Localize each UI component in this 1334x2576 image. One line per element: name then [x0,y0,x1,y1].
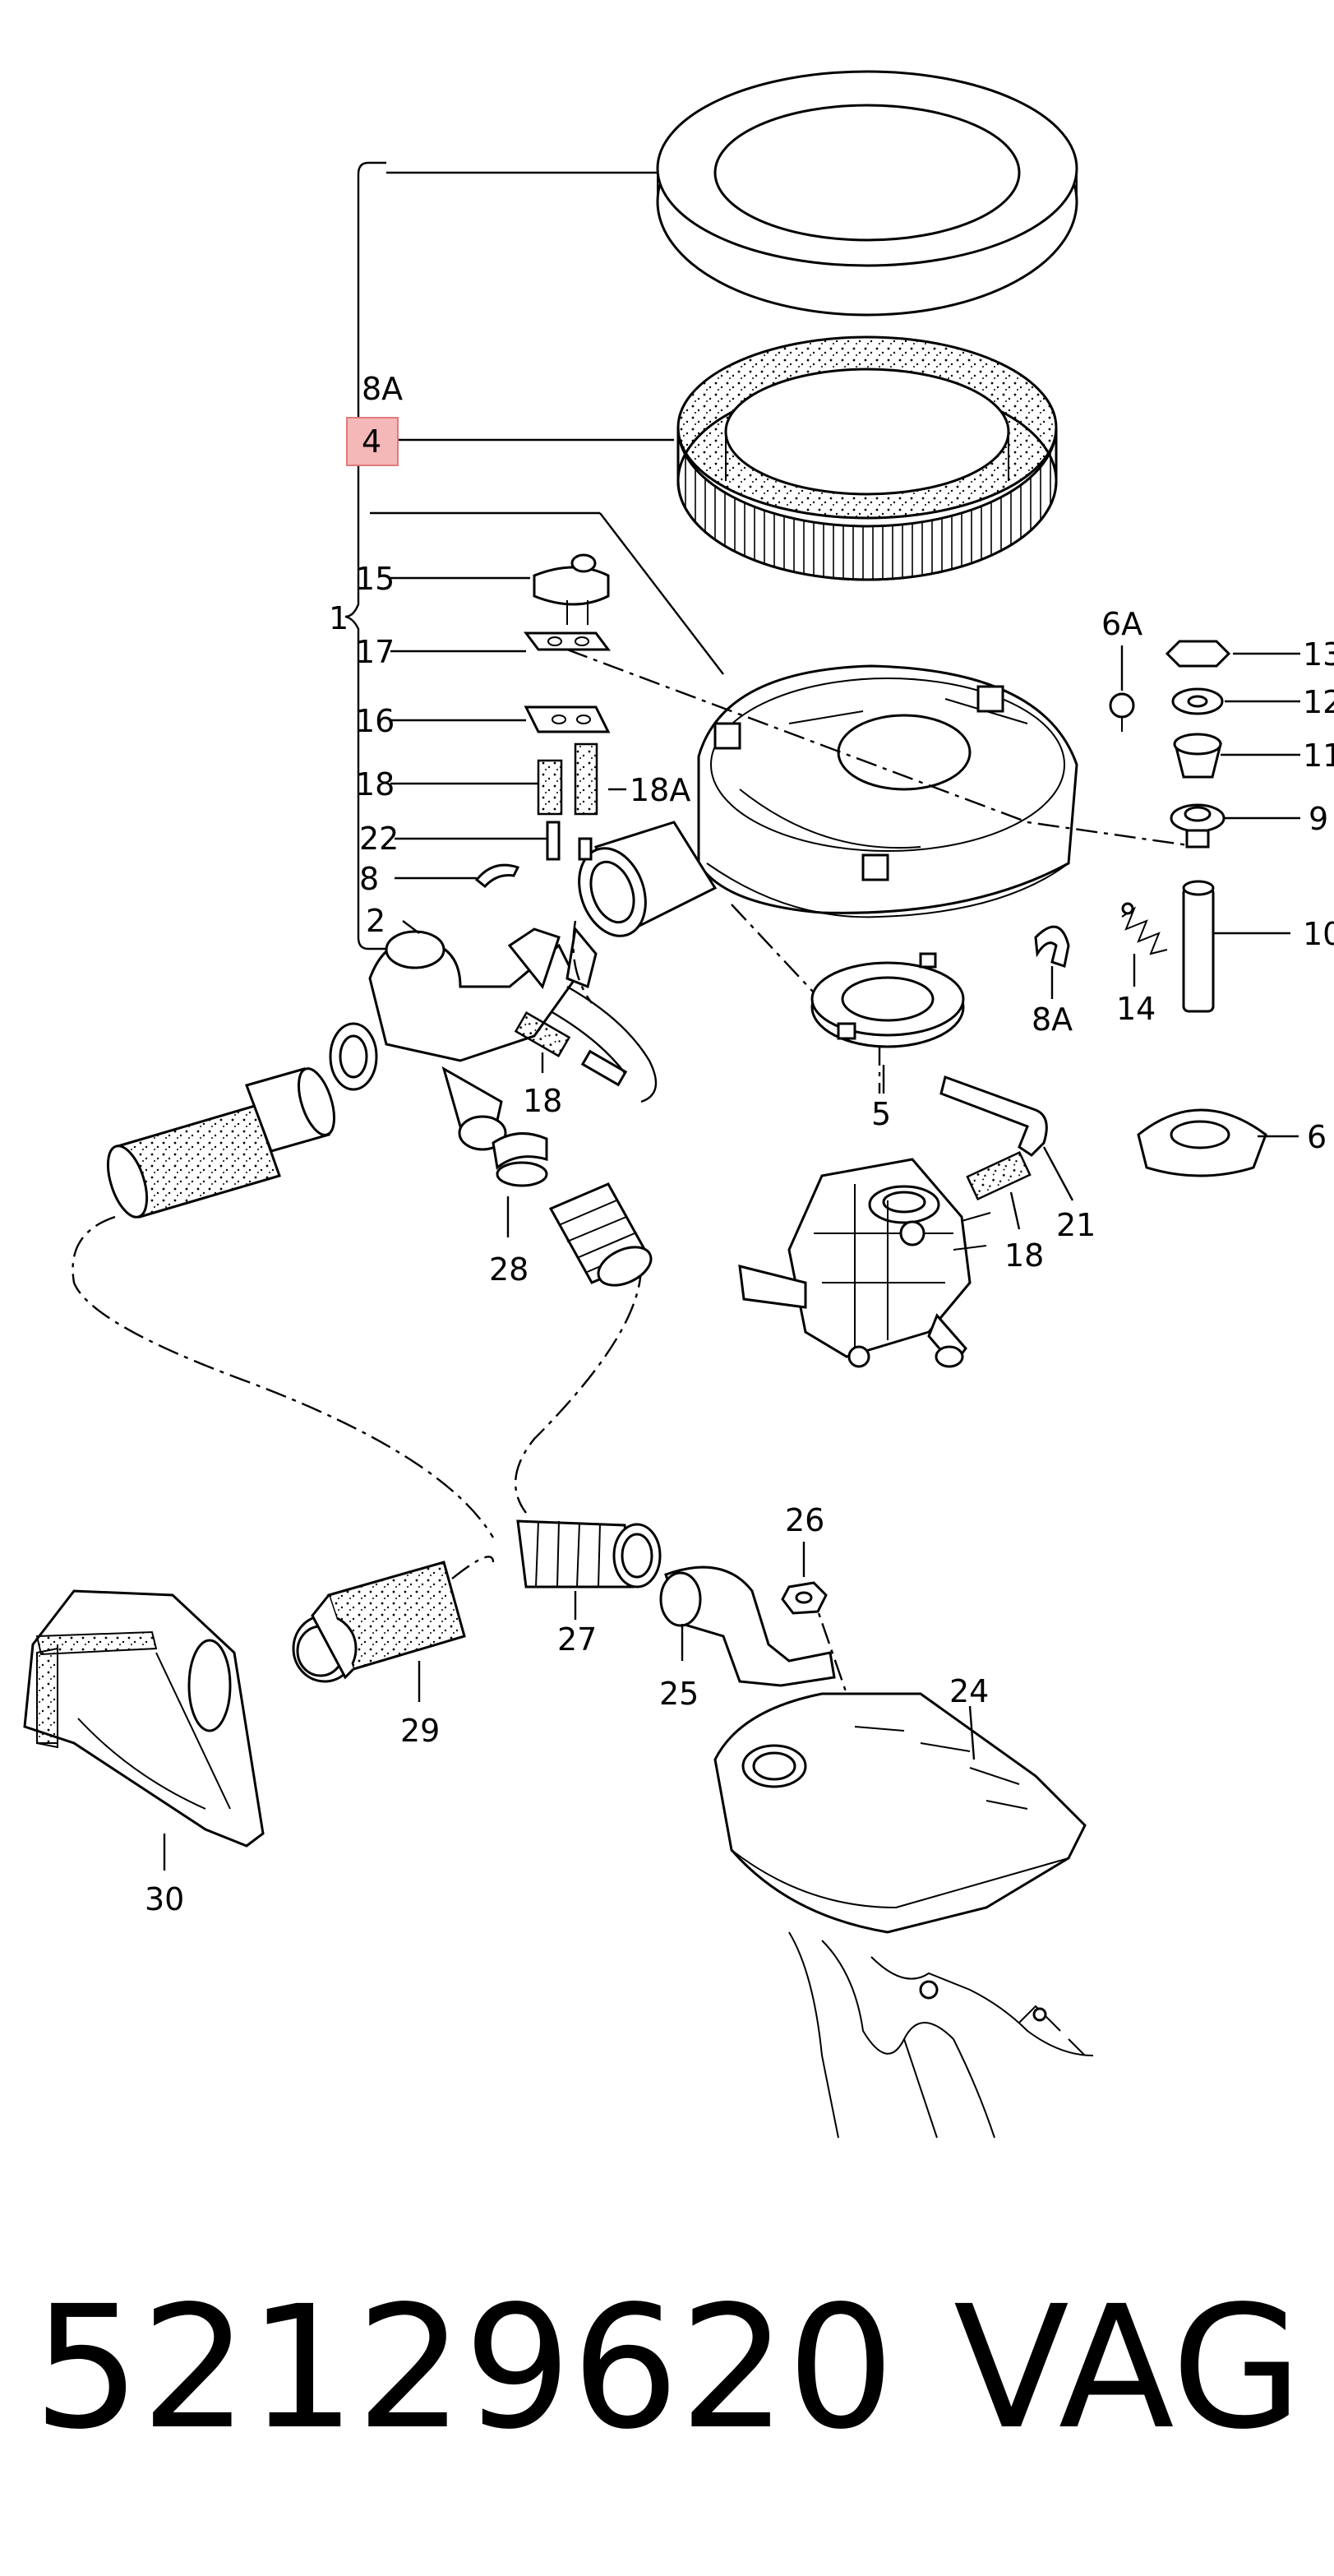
item-17-gasket [524,631,611,651]
carburettor [738,1158,991,1368]
engine-manifold [788,1931,1094,2139]
item-30-housing-shell [23,1589,265,1848]
bellows-hose-upper [548,1182,653,1287]
label-26: 26 [785,1502,824,1538]
label-8a-bottom: 8A [1032,1001,1073,1038]
label-21: 21 [1056,1207,1096,1243]
item-8-clip [474,863,520,889]
item-26-nut [781,1581,828,1615]
item-18-lower-hoses [514,1011,628,1087]
label-25: 25 [659,1676,699,1712]
part-number: 52129620 [33,2269,895,2467]
label-8: 8 [359,861,379,897]
callout-labels: 1 8A 4 15 17 16 18 18A 22 8 2 18 5 6A 13… [145,371,1334,1917]
label-4: 4 [362,423,381,460]
housing-snout [578,821,718,937]
item-10-sleeve [1182,880,1215,1013]
label-16: 16 [355,703,395,739]
item-16-bracket [524,705,611,733]
label-18-mid: 18 [523,1083,562,1119]
label-1: 1 [329,600,349,636]
item-21-hose [939,1075,1048,1157]
item-29-foam-sleeve [292,1561,466,1683]
label-28: 28 [489,1251,529,1288]
label-17: 17 [355,634,395,670]
label-18-right: 18 [1004,1237,1044,1274]
item-11-grommet [1173,733,1222,779]
label-15: 15 [355,561,395,597]
label-9: 9 [1309,801,1328,837]
label-10: 10 [1303,916,1334,952]
label-18a: 18A [630,772,690,808]
label-24: 24 [949,1673,989,1709]
item-6-plate [1137,1108,1267,1177]
label-27: 27 [557,1621,597,1658]
foam-filter-tube [106,1067,335,1219]
highlight-box-item-4 [346,417,399,466]
item-15-valve-cap [533,553,610,625]
item-18-right-hose [966,1150,1032,1201]
item-27-bellows [516,1519,662,1589]
label-13: 13 [1303,636,1334,673]
label-8a-top: 8A [362,371,403,407]
item-6a-bolt [1109,692,1135,732]
item-14-spring [1121,902,1168,955]
label-2: 2 [366,903,385,939]
leader-lines [163,438,1300,1871]
item-5-ring [810,952,965,1048]
label-5: 5 [871,1096,891,1132]
item-13-nut [1165,640,1231,668]
brand-name: VAG [953,2269,1303,2467]
air-filter-cover [656,70,1078,317]
label-18-left: 18 [355,766,395,802]
assembly-bracket [344,161,658,950]
label-22: 22 [359,821,399,857]
filter-element [676,335,1058,581]
item-8a-clip [1034,925,1070,968]
item-9-bushing [1170,803,1226,849]
item-25-elbow [659,1565,836,1687]
label-6: 6 [1307,1119,1327,1155]
item-28-clamp [492,1132,548,1187]
label-30: 30 [145,1881,184,1917]
label-12: 12 [1303,684,1334,720]
label-29: 29 [400,1713,440,1749]
label-6a: 6A [1101,606,1142,642]
item-12-washer [1171,687,1224,715]
label-11: 11 [1303,738,1334,774]
item-24-heat-shield [713,1692,1087,1934]
item-18-hoses [537,742,598,861]
label-14: 14 [1116,991,1156,1027]
